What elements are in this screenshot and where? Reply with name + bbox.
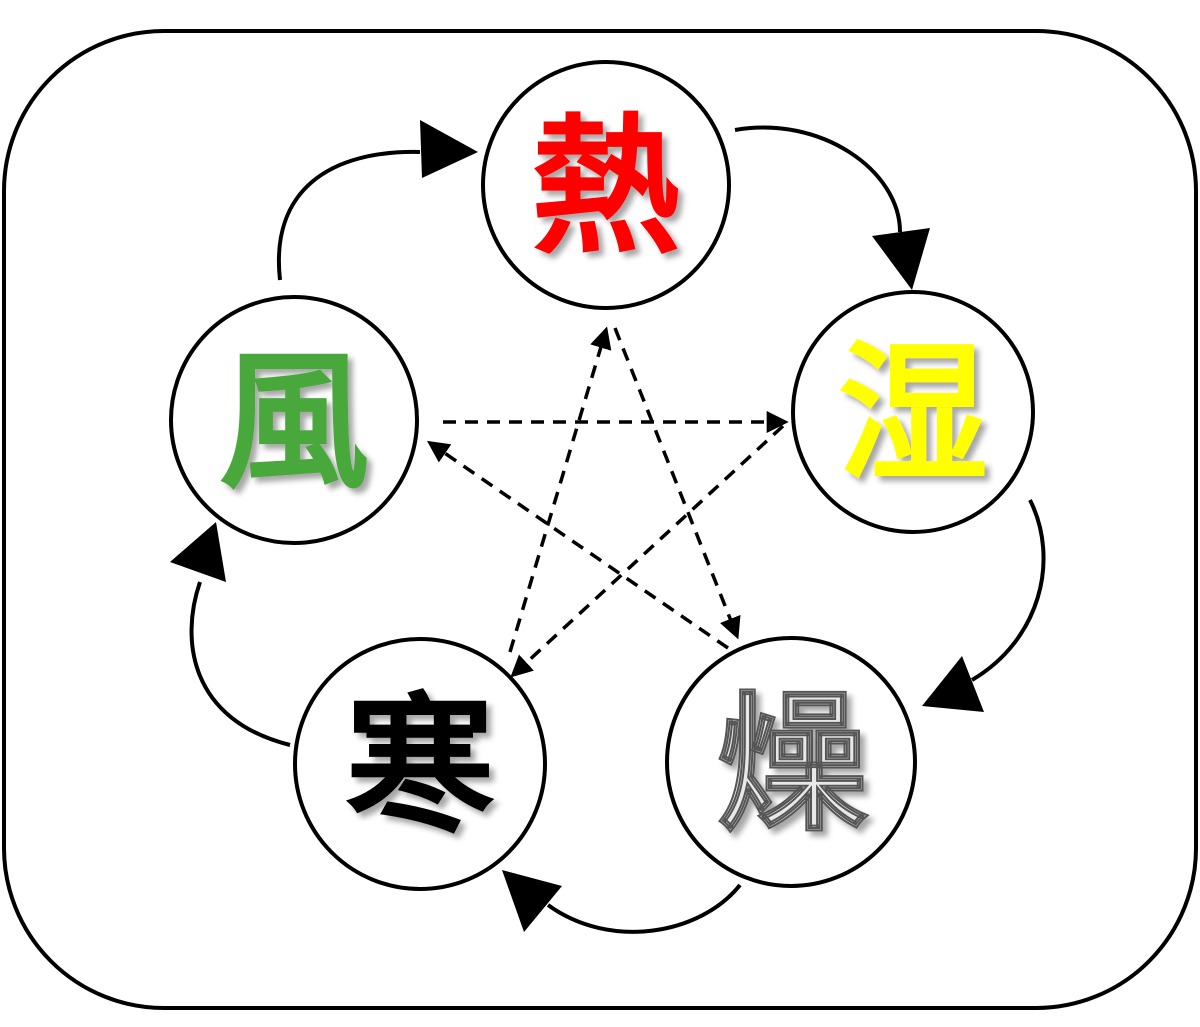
star-arrow-cold-to-heat bbox=[508, 326, 612, 653]
arrow-damp-to-dry bbox=[970, 499, 1046, 682]
arrow-dry-to-cold bbox=[546, 883, 742, 934]
cycle-arrows bbox=[170, 120, 1046, 934]
arrow-cold-to-wind bbox=[189, 581, 291, 747]
arrow-head-damp-to-dry bbox=[922, 656, 984, 712]
node-cold: 寒 bbox=[293, 637, 547, 891]
node-wind: 風 bbox=[169, 295, 419, 545]
node-cold-char: 寒 bbox=[345, 680, 495, 854]
node-dry: 燥 bbox=[665, 636, 917, 888]
node-damp-char: 湿 bbox=[838, 328, 988, 502]
star-arrow-dry-to-wind bbox=[426, 440, 729, 650]
node-heat: 熱 bbox=[481, 60, 731, 310]
node-dry-char: 燥 bbox=[717, 678, 868, 852]
node-wind-char: 風 bbox=[219, 336, 369, 510]
node-cold-circle bbox=[293, 637, 547, 891]
node-damp: 湿 bbox=[791, 290, 1035, 534]
arrow-head-cold-to-wind bbox=[170, 522, 226, 582]
node-wind-circle bbox=[169, 295, 419, 545]
star-arrows bbox=[426, 326, 789, 678]
arrow-head-wind-to-heat bbox=[420, 120, 478, 178]
node-heat-char: 熱 bbox=[531, 101, 681, 275]
star-arrow-heat-to-dry bbox=[613, 327, 741, 640]
node-dry-circle bbox=[665, 636, 917, 888]
arrow-wind-to-heat bbox=[276, 149, 421, 281]
node-damp-circle bbox=[791, 290, 1035, 534]
node-heat-circle bbox=[481, 60, 731, 310]
star-arrow-damp-to-cold bbox=[510, 424, 785, 678]
arrow-head-heat-to-damp bbox=[872, 228, 930, 290]
arrow-heat-to-damp bbox=[734, 125, 902, 233]
arrow-head-dry-to-cold bbox=[502, 870, 562, 932]
